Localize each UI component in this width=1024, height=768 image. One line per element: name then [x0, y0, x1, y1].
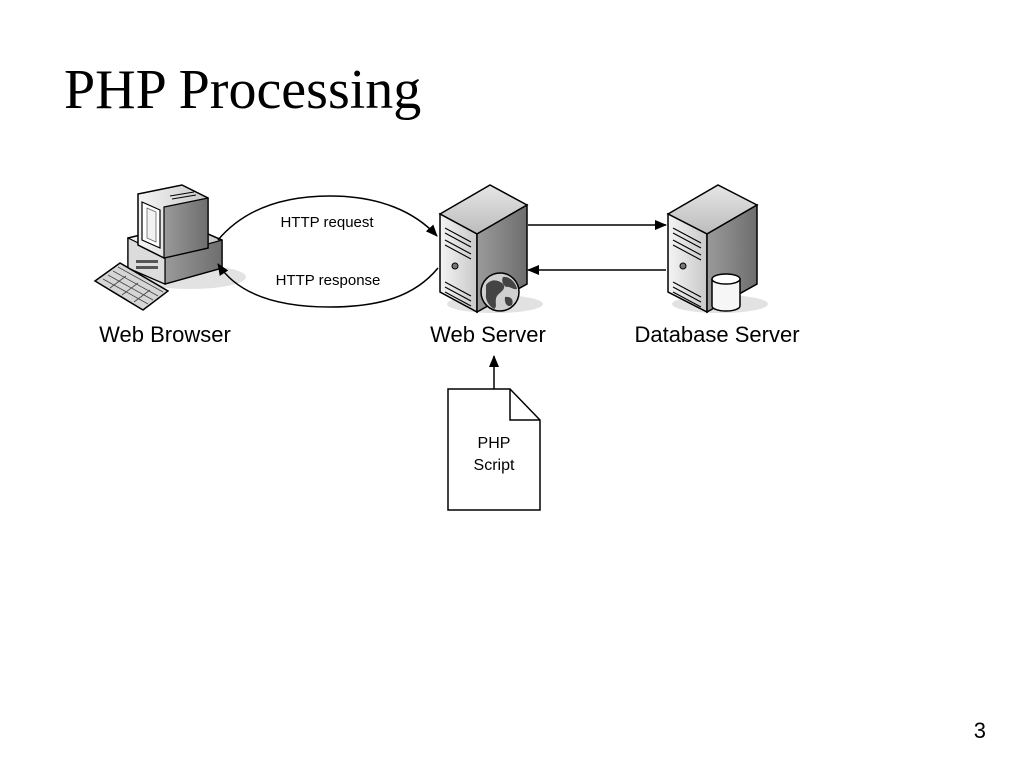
desktop-computer-icon: [93, 184, 246, 311]
php-script-line1: PHP: [477, 435, 511, 452]
http-response-label: HTTP response: [275, 272, 381, 289]
page-number: 3: [973, 718, 986, 743]
globe-icon: [480, 272, 520, 312]
database-server-tower-icon: [666, 184, 768, 314]
document-icon: [447, 388, 541, 511]
php-script-line2: Script: [473, 457, 515, 474]
php-script-label: PHP Script: [454, 433, 534, 477]
slide-title: PHP Processing: [64, 59, 422, 121]
web-server-label: Web Server: [430, 322, 546, 347]
http-request-arrow: [217, 195, 438, 241]
http-request-label: HTTP request: [280, 214, 374, 231]
database-cylinder-icon: [711, 273, 741, 312]
web-browser-label: Web Browser: [99, 322, 231, 347]
http-response-arrow: [217, 263, 439, 308]
database-server-label: Database Server: [634, 322, 800, 347]
